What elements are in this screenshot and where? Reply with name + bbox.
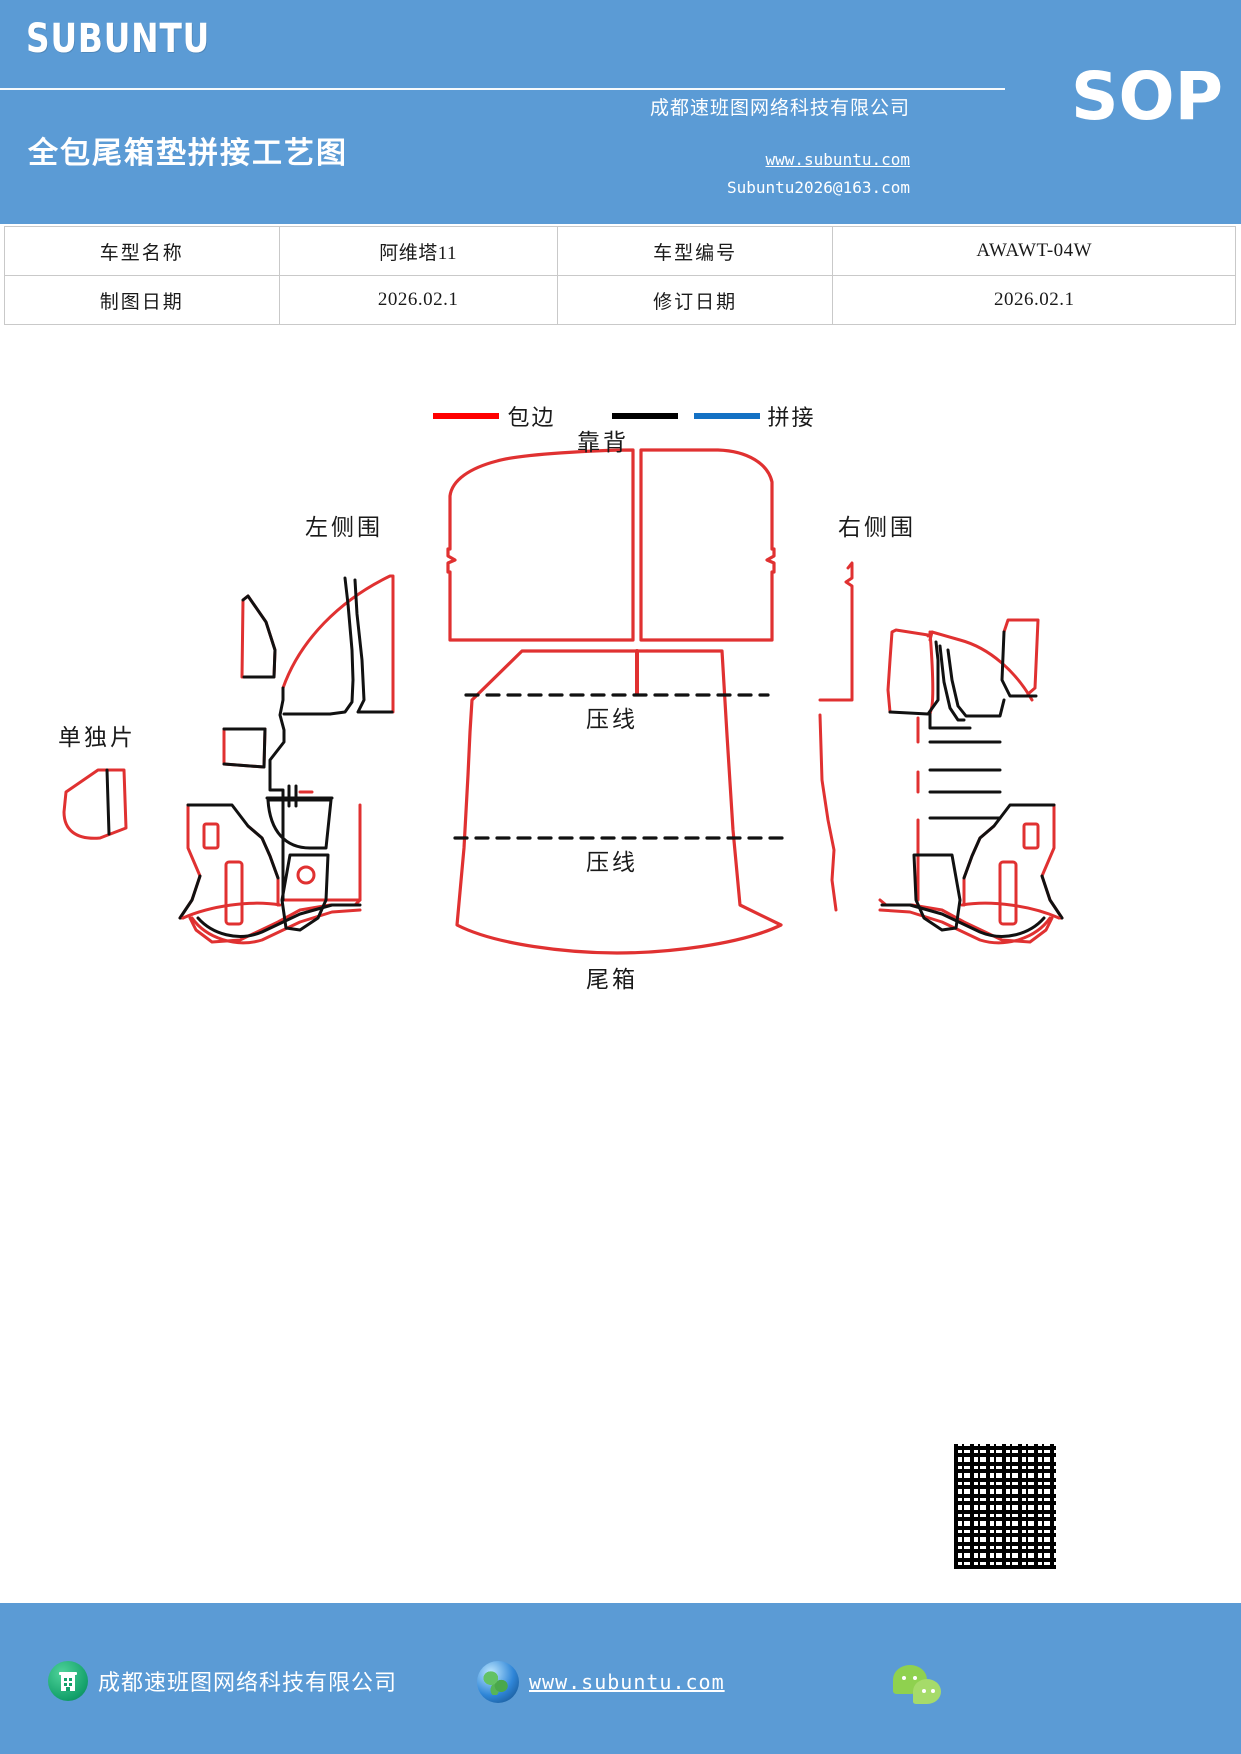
footer-website[interactable]: www.subuntu.com bbox=[477, 1661, 725, 1703]
legend: 包边 拼接 bbox=[0, 400, 1241, 432]
right-upper-shape-cut bbox=[888, 640, 1006, 730]
legend-label-splice: 拼接 bbox=[767, 405, 816, 430]
backrest-right-panel bbox=[639, 448, 776, 642]
right-lower-slot-2 bbox=[998, 860, 1018, 926]
cell-revision-date-label: 修订日期 bbox=[556, 275, 834, 325]
left-upper-wedge2 bbox=[222, 727, 267, 769]
right-lower-panel-cut bbox=[962, 803, 1064, 920]
cell-draw-date-value: 2026.02.1 bbox=[278, 275, 558, 325]
qr-code[interactable] bbox=[948, 1438, 1062, 1575]
header-website-link[interactable]: www.subuntu.com bbox=[765, 150, 911, 169]
left-bottom-hook bbox=[181, 898, 362, 945]
backrest-left-panel bbox=[446, 448, 635, 642]
right-far-upper-shape bbox=[1002, 618, 1040, 696]
label-backrest: 靠背 bbox=[577, 429, 629, 455]
left-mid-lower-piece bbox=[280, 853, 330, 932]
left-lower-panel bbox=[178, 803, 280, 920]
right-side-tall-panel bbox=[818, 561, 854, 912]
page-footer: 成都速班图网络科技有限公司 www.subuntu.com bbox=[0, 1603, 1241, 1754]
cell-model-code-label: 车型编号 bbox=[556, 226, 834, 276]
left-side-main-panel bbox=[281, 574, 395, 902]
wechat-icon bbox=[893, 1665, 949, 1711]
single-piece-shape bbox=[62, 768, 128, 840]
right-lower-panel bbox=[962, 803, 1064, 920]
label-crease-bottom: 压线 bbox=[586, 849, 638, 875]
legend-item-splice: 拼接 bbox=[604, 400, 816, 432]
brand-logo: SUBUNTU bbox=[26, 16, 211, 62]
header-email: Subuntu2026@163.com bbox=[726, 178, 910, 197]
right-strip-band-2 bbox=[928, 790, 1002, 820]
trunk-floor-panel bbox=[455, 649, 783, 955]
label-left-side: 左侧围 bbox=[305, 514, 383, 540]
left-bottom-hook-cut bbox=[196, 903, 362, 938]
header-divider bbox=[0, 88, 1005, 90]
left-upper-wedge-cut bbox=[222, 594, 277, 731]
footer-company: 成都速班图网络科技有限公司 bbox=[48, 1661, 397, 1701]
left-bucket-shape bbox=[265, 784, 334, 850]
left-side-main-panel-cut bbox=[268, 576, 394, 902]
vehicle-info-table: 车型名称 阿维塔11 车型编号 AWAWT-04W 制图日期 2026.02.1… bbox=[4, 226, 1236, 325]
cell-model-code-value: AWAWT-04W bbox=[832, 226, 1236, 276]
page-title: 全包尾箱垫拼接工艺图 bbox=[28, 136, 348, 171]
legend-swatch-black-icon bbox=[611, 413, 678, 419]
single-piece-inner-line bbox=[105, 768, 111, 836]
left-mid-hole bbox=[296, 865, 316, 885]
right-upper-shape bbox=[886, 628, 1034, 716]
header-company-name: 成都速班图网络科技有限公司 bbox=[649, 98, 910, 119]
cell-revision-date-value: 2026.02.1 bbox=[832, 275, 1236, 325]
legend-item-binding: 包边 bbox=[425, 400, 603, 432]
table-row: 车型名称 阿维塔11 车型编号 AWAWT-04W bbox=[4, 226, 1236, 276]
label-right-side: 右侧围 bbox=[838, 514, 916, 540]
right-mid-lower-piece bbox=[912, 853, 962, 932]
legend-swatch-blue-icon bbox=[693, 413, 760, 419]
legend-label-binding: 包边 bbox=[507, 405, 556, 430]
left-lower-panel-cut bbox=[178, 803, 280, 920]
cell-draw-date-label: 制图日期 bbox=[4, 275, 280, 325]
left-upper-wedge bbox=[240, 594, 277, 679]
label-trunk: 尾箱 bbox=[586, 966, 638, 992]
legend-swatch-red-icon bbox=[433, 413, 500, 419]
page-header: SUBUNTU 全包尾箱垫拼接工艺图 成都速班图网络科技有限公司 www.sub… bbox=[0, 0, 1241, 224]
sop-badge: SOP bbox=[1070, 58, 1223, 135]
right-strip-band-1 bbox=[928, 740, 1002, 772]
right-bottom-hook bbox=[878, 898, 1061, 945]
footer-company-name: 成都速班图网络科技有限公司 bbox=[98, 1670, 398, 1695]
left-lower-slot-1 bbox=[202, 822, 220, 850]
right-bottom-hook-cut bbox=[880, 903, 1046, 938]
right-far-upper-cut bbox=[1000, 630, 1038, 698]
label-crease-top: 压线 bbox=[586, 706, 638, 732]
cell-model-name-label: 车型名称 bbox=[4, 226, 280, 276]
right-lower-slot-1 bbox=[1022, 822, 1040, 850]
cell-model-name-value: 阿维塔11 bbox=[278, 226, 558, 276]
table-row: 制图日期 2026.02.1 修订日期 2026.02.1 bbox=[4, 275, 1236, 325]
qr-code-image bbox=[954, 1444, 1056, 1569]
left-upper-wedge2-cut bbox=[222, 727, 267, 769]
globe-icon bbox=[477, 1661, 519, 1703]
label-single-piece: 单独片 bbox=[58, 724, 136, 750]
building-icon bbox=[48, 1661, 88, 1701]
footer-website-link[interactable]: www.subuntu.com bbox=[529, 1670, 725, 1694]
left-lower-slot-2 bbox=[224, 860, 244, 926]
